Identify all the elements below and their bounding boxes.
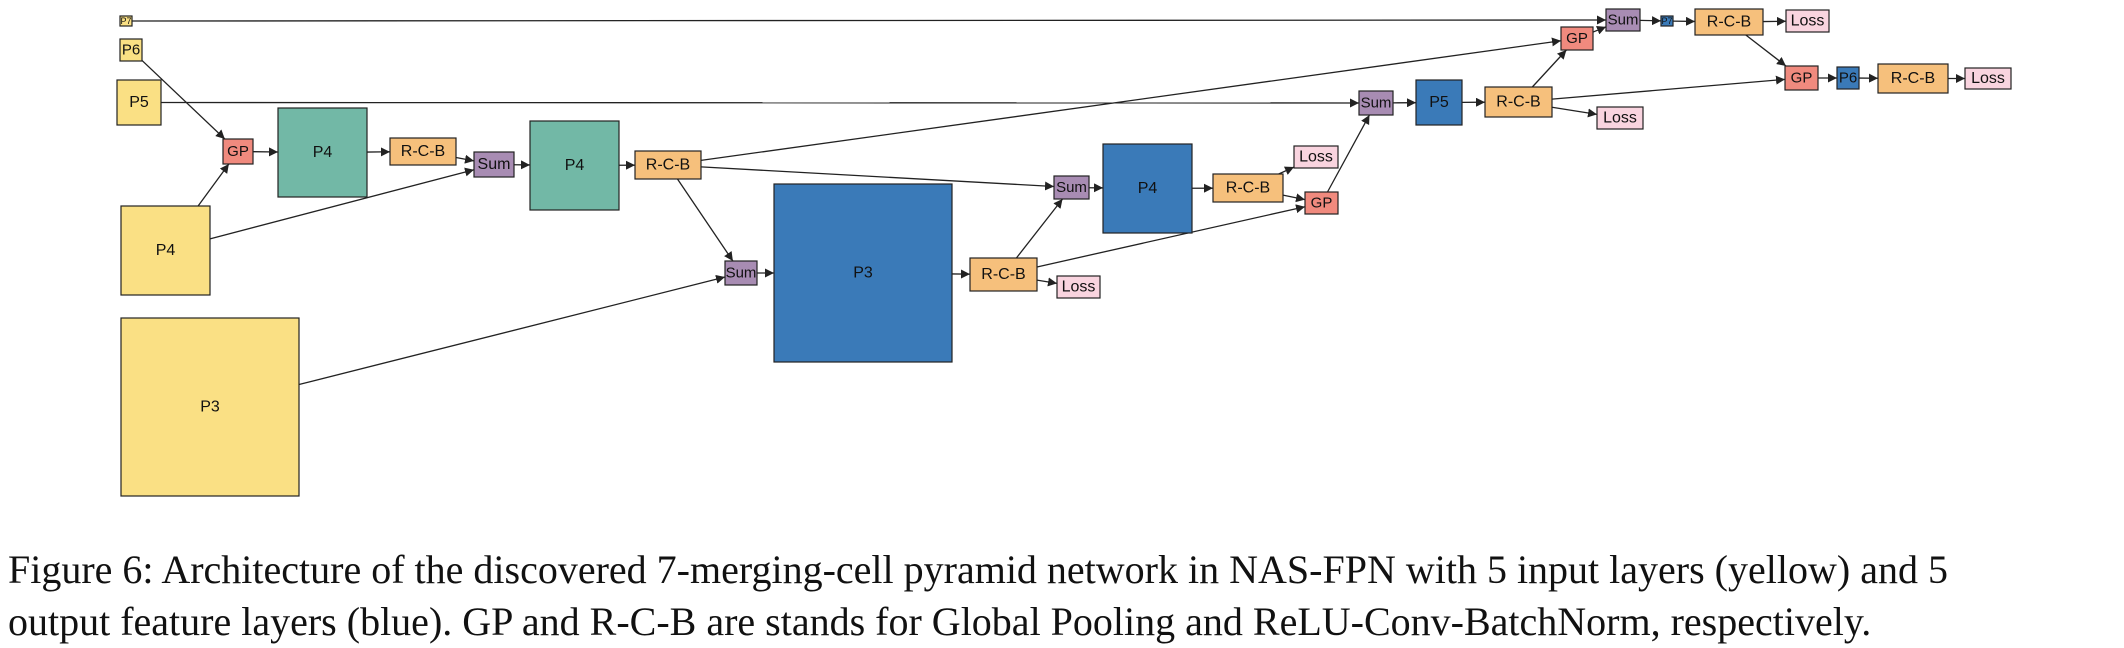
- edges-layer: [132, 20, 1965, 385]
- edge-rcb-6-to-gp-4: [1746, 35, 1786, 66]
- edge-rcb-3-to-loss-1: [1037, 280, 1057, 283]
- node-in-p6: P6: [120, 39, 142, 61]
- node-label-rcb-7: R-C-B: [1891, 70, 1935, 87]
- node-rcb-6: R-C-B: [1695, 9, 1763, 35]
- node-sum-5: Sum: [1606, 9, 1640, 31]
- node-sum-4: Sum: [1359, 91, 1393, 115]
- node-p4-mid-1: P4: [278, 108, 367, 197]
- edge-rcb-4-to-loss-2: [1279, 167, 1294, 174]
- node-p4-mid-2: P4: [530, 121, 619, 210]
- node-label-in-p5: P5: [129, 94, 149, 111]
- node-rcb-1: R-C-B: [390, 138, 456, 165]
- node-rcb-5: R-C-B: [1485, 87, 1552, 117]
- node-in-p4: P4: [121, 206, 210, 295]
- node-loss-4: Loss: [1786, 10, 1829, 32]
- node-sum-3: Sum: [1054, 176, 1089, 199]
- node-loss-2: Loss: [1294, 146, 1338, 168]
- node-in-p7: P7: [120, 16, 132, 26]
- node-out-p6: P6: [1837, 67, 1859, 89]
- node-gp-4: GP: [1785, 66, 1818, 90]
- node-label-rcb-1: R-C-B: [401, 143, 445, 160]
- node-label-rcb-5: R-C-B: [1496, 94, 1540, 111]
- edge-in-p4-to-gp-1: [198, 164, 229, 206]
- node-out-p3: P3: [774, 184, 952, 362]
- node-label-gp-1: GP: [227, 143, 249, 160]
- node-rcb-4: R-C-B: [1213, 174, 1283, 202]
- node-loss-1: Loss: [1057, 276, 1100, 298]
- node-label-gp-4: GP: [1791, 70, 1813, 87]
- node-label-p4-mid-2: P4: [565, 157, 585, 174]
- node-label-loss-1: Loss: [1062, 279, 1096, 296]
- node-label-out-p4: P4: [1138, 180, 1158, 197]
- node-in-p3: P3: [121, 318, 299, 496]
- node-label-out-p6: P6: [1839, 70, 1857, 87]
- node-sum-1: Sum: [474, 152, 514, 177]
- node-label-in-p4: P4: [156, 242, 176, 259]
- node-gp-2: GP: [1305, 192, 1338, 214]
- node-rcb-2: R-C-B: [635, 151, 701, 179]
- node-out-p4: P4: [1103, 144, 1192, 233]
- edge-rcb-5-to-loss-3: [1552, 107, 1597, 114]
- node-gp-3: GP: [1561, 27, 1593, 50]
- node-label-rcb-3: R-C-B: [981, 266, 1025, 283]
- edge-rcb-1-to-sum-1: [456, 158, 474, 161]
- node-rcb-7: R-C-B: [1878, 64, 1948, 93]
- node-loss-3: Loss: [1597, 107, 1643, 129]
- node-label-sum-5: Sum: [1608, 12, 1639, 29]
- edge-gp-3-to-sum-5: [1593, 27, 1606, 32]
- node-sum-2: Sum: [725, 261, 757, 285]
- node-label-rcb-6: R-C-B: [1707, 14, 1751, 31]
- node-label-sum-3: Sum: [1056, 179, 1087, 196]
- edge-rcb-5-to-gp-3: [1532, 50, 1566, 87]
- node-rcb-3: R-C-B: [970, 258, 1037, 291]
- node-label-out-p3: P3: [853, 265, 873, 282]
- node-in-p5: P5: [117, 80, 161, 125]
- node-label-in-p3: P3: [200, 399, 220, 416]
- edge-rcb-4-to-gp-2: [1283, 195, 1305, 199]
- node-label-loss-5: Loss: [1971, 70, 2005, 87]
- node-label-gp-2: GP: [1311, 195, 1333, 212]
- node-label-in-p6: P6: [122, 42, 140, 59]
- node-label-in-p7: P7: [120, 16, 131, 26]
- edge-rcb-3-to-sum-3: [1016, 199, 1062, 258]
- node-label-rcb-4: R-C-B: [1226, 180, 1270, 197]
- node-label-sum-1: Sum: [478, 156, 511, 173]
- node-label-rcb-2: R-C-B: [646, 157, 690, 174]
- node-out-p5: P5: [1416, 80, 1462, 125]
- node-label-sum-2: Sum: [726, 265, 757, 282]
- node-label-p4-mid-1: P4: [313, 144, 333, 161]
- node-label-out-p7: P7: [1661, 16, 1672, 26]
- node-label-out-p5: P5: [1429, 94, 1449, 111]
- node-out-p7: P7: [1661, 16, 1673, 26]
- caption-line-2: output feature layers (blue). GP and R-C…: [8, 596, 2116, 648]
- node-label-sum-4: Sum: [1361, 95, 1392, 112]
- node-gp-1: GP: [223, 139, 253, 164]
- node-loss-5: Loss: [1965, 68, 2011, 89]
- node-label-gp-3: GP: [1566, 30, 1588, 47]
- node-label-loss-2: Loss: [1299, 149, 1333, 166]
- edge-in-p3-to-sum-2: [299, 277, 725, 385]
- edge-in-p7-to-sum-5: [132, 20, 1606, 21]
- node-label-loss-4: Loss: [1791, 13, 1825, 30]
- figure-caption: Figure 6: Architecture of the discovered…: [8, 544, 2116, 648]
- caption-line-1: Figure 6: Architecture of the discovered…: [8, 544, 2116, 596]
- edge-rcb-2-to-sum-2: [677, 179, 732, 261]
- edge-rcb-5-to-gp-4: [1552, 79, 1785, 99]
- node-label-loss-3: Loss: [1603, 110, 1637, 127]
